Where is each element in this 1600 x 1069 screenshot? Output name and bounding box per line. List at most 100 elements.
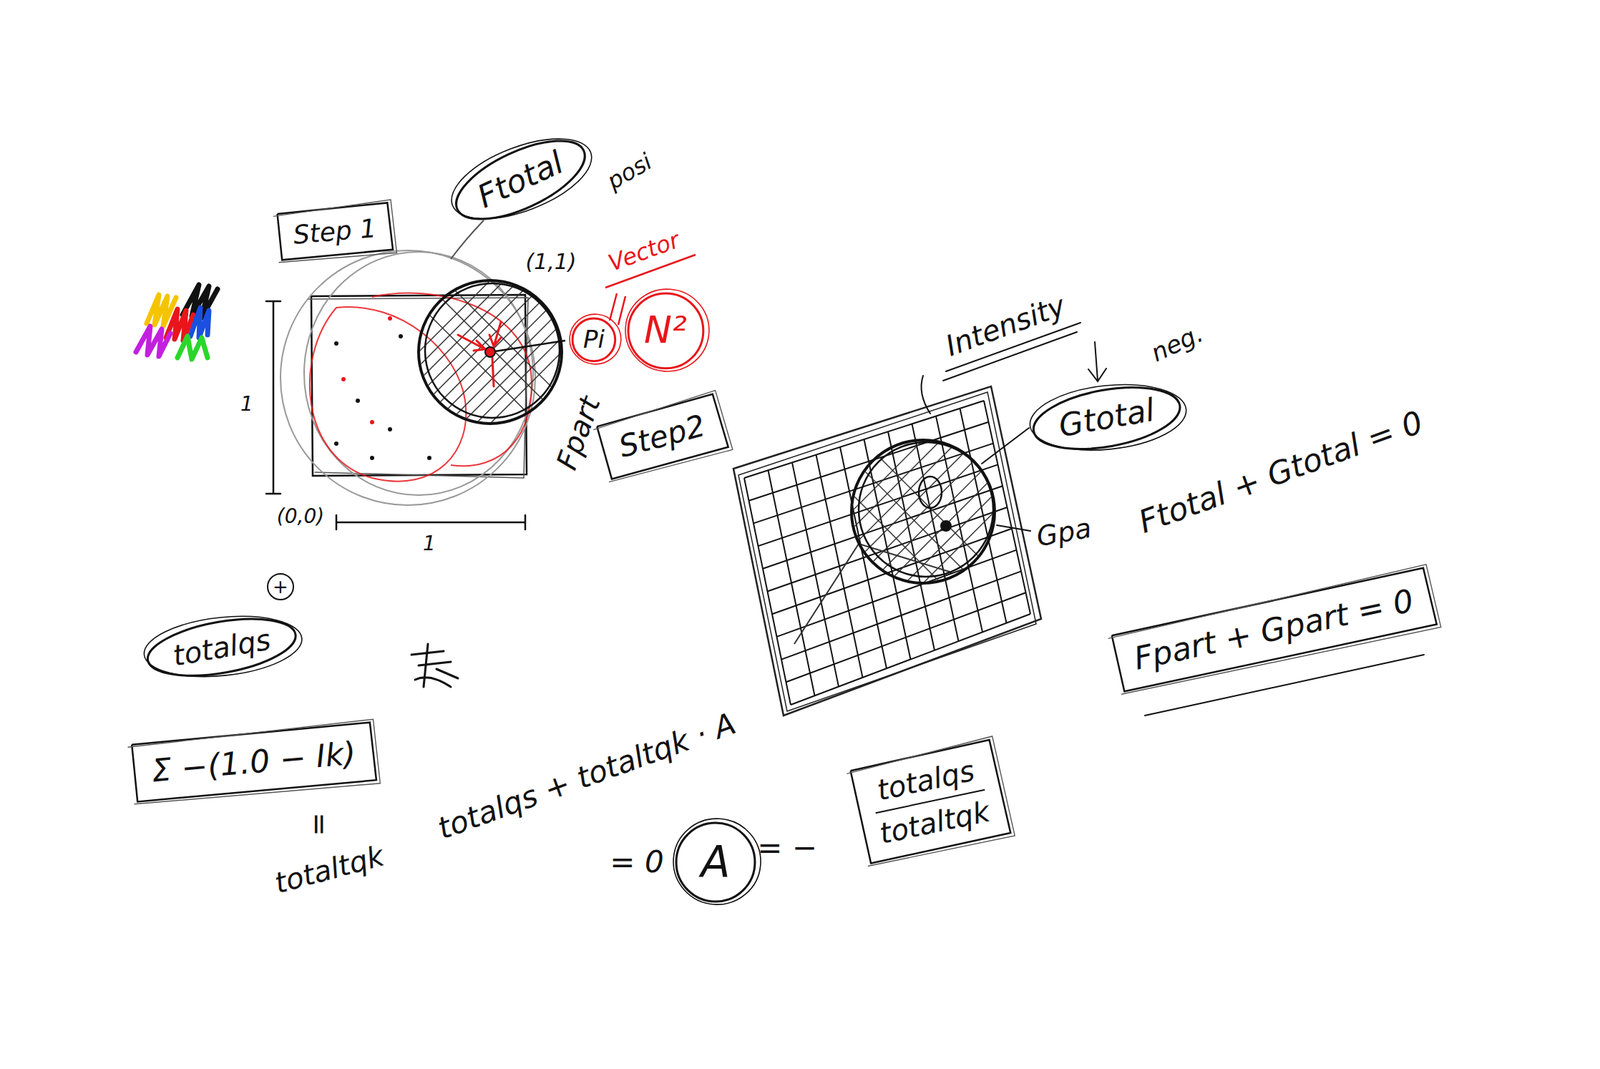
node-text: N²: [644, 309, 687, 353]
grid-sketch-line: [794, 543, 952, 645]
circle-border-sketch: [1026, 377, 1190, 458]
node-content: N²: [644, 309, 687, 353]
annotation: totalqs + totaltqk · A: [433, 706, 740, 846]
grid-circle-sketch: [858, 442, 994, 577]
particle-dot: [427, 455, 432, 461]
circle-border: [445, 125, 596, 236]
node-content: Fpart + Gpart = 0: [1130, 582, 1417, 677]
circled-term: Gtotal: [1026, 375, 1188, 463]
dimension-bracket: [336, 515, 526, 530]
circle-border-sketch: [440, 123, 602, 236]
neighbour-circle-sketch: [425, 283, 560, 418]
neighbour-circle: [418, 280, 562, 424]
particle-dot: [334, 341, 339, 346]
node-content: Pi: [583, 325, 605, 354]
complexity-circle: N²: [626, 291, 706, 371]
circle-border: [676, 822, 755, 902]
circle-border-sketch: [140, 609, 305, 685]
intensity-grid: [744, 400, 1031, 705]
node-content: Step 1: [291, 212, 378, 250]
node-content: Step2: [615, 408, 710, 465]
particle-dot: [398, 334, 403, 339]
circle-border: [1028, 377, 1185, 460]
node-text: Gtotal: [1056, 392, 1158, 445]
annotation: 1: [422, 533, 436, 556]
particle-circle: Pi: [570, 316, 618, 364]
box-border: [596, 393, 728, 479]
dimension-bracket: [266, 301, 281, 494]
domain-circle-sketch: [304, 251, 534, 496]
particle-dot: [334, 441, 339, 446]
annotation: +: [272, 576, 289, 598]
grid-border-sketch: [738, 392, 1037, 712]
formula-box: Σ −(1.0 − Ik): [130, 721, 378, 803]
grid-circle: [851, 440, 995, 584]
circle-border: [143, 609, 301, 687]
annotation: posi: [603, 148, 657, 194]
node-text: Σ −(1.0 − Ik): [150, 734, 358, 789]
node-text: Step 1: [291, 212, 378, 250]
box-border-sketch: [845, 735, 1016, 867]
annotation: =: [304, 812, 336, 837]
unit-square: [311, 294, 527, 476]
grid-particle-dot: [940, 520, 952, 532]
node-content: totalqstotaltqk: [867, 752, 993, 851]
unit-square-sketch: [307, 297, 529, 478]
circle-border-sketch: [622, 286, 712, 375]
box-border: [1111, 567, 1437, 692]
circled-term: A: [674, 820, 758, 904]
speech-bubble: Ftotal: [442, 122, 599, 239]
node-content: A: [700, 837, 730, 887]
circle-border: [628, 293, 704, 369]
radius-line: [490, 340, 566, 353]
node-text: Step2: [615, 408, 710, 465]
force-arrow: [492, 357, 494, 387]
node-content: Σ −(1.0 − Ik): [150, 734, 358, 789]
vector-leader: [609, 293, 626, 325]
palette-purple: [135, 326, 171, 357]
circle-border: [572, 318, 616, 362]
annotation: Intensity: [941, 289, 1070, 363]
box-border: [850, 739, 1011, 863]
node-content: totalqs: [170, 622, 274, 672]
intensity-leader: [921, 375, 931, 414]
node-outline: [848, 738, 1012, 865]
annotation: totaltqk: [271, 840, 388, 900]
annotation: Gpa: [1034, 513, 1095, 554]
gpa-leader: [996, 525, 1031, 531]
node-text: totalqs: [170, 622, 274, 672]
particle-dot-red: [341, 377, 346, 382]
force-arrow: [489, 322, 501, 347]
palette-blue: [190, 307, 209, 338]
particle-dot-red: [387, 316, 393, 321]
node-text: Ftotal: [471, 144, 569, 216]
particle-dot-red: [369, 420, 375, 425]
annotation: = 0: [609, 845, 664, 879]
red-region: [309, 306, 466, 482]
node-text: A: [700, 837, 730, 887]
annotation: (0,0): [276, 505, 325, 529]
grid-border: [733, 386, 1042, 716]
annotation: neg.: [1147, 319, 1208, 368]
box-border-sketch: [591, 389, 733, 484]
particle-dot: [369, 455, 375, 461]
gtotal-leader: [981, 427, 1029, 464]
circled-term: totalqs: [140, 606, 303, 689]
box-border-sketch: [1106, 563, 1441, 695]
node-content: Gtotal: [1056, 392, 1158, 445]
grid-particle: [918, 476, 942, 509]
annotation: Vector: [605, 227, 683, 277]
annotation: (1,1): [525, 249, 577, 274]
box-border: [277, 202, 394, 260]
center-particle: [485, 347, 496, 358]
circle-border-sketch: [568, 312, 623, 367]
intensity-arrow: [1088, 342, 1107, 382]
annotation: Fpart: [550, 392, 606, 474]
hatching: [415, 279, 566, 430]
bubble-tail: [450, 220, 484, 260]
fraction-box: totalqstotaltqk: [848, 738, 1012, 865]
node-text: Pi: [583, 325, 605, 354]
palette-green: [177, 336, 208, 360]
